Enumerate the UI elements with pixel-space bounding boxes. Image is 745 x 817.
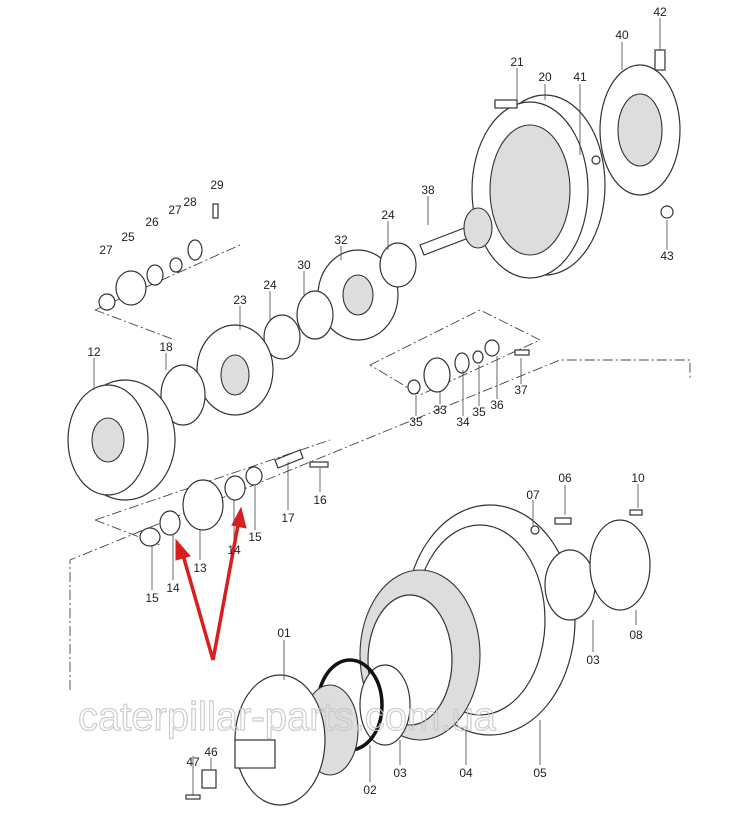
bolt-06 (554, 517, 572, 525)
part-label: 03 (393, 766, 407, 780)
washer-24 (263, 314, 301, 360)
bearing-26 (146, 264, 164, 286)
part-label: 24 (381, 208, 395, 222)
part-label: 12 (87, 345, 101, 359)
part-label: 41 (573, 70, 587, 84)
gear-33 (423, 357, 451, 393)
part-label: 27 (99, 243, 113, 257)
bearing-30 (296, 290, 334, 340)
part-label: 23 (233, 293, 247, 307)
pin-16 (309, 461, 329, 468)
gear-13 (182, 479, 224, 531)
bearing-03 (359, 664, 411, 746)
washer-27-b (169, 257, 183, 273)
bearing-03-b (544, 549, 596, 621)
part-labels: 42 40 21 20 41 29 28 27 26 25 27 38 24 3… (87, 5, 674, 797)
bolt-47 (185, 794, 201, 800)
plate-46 (201, 769, 217, 789)
pin-28 (187, 239, 203, 261)
part-label: 38 (421, 183, 435, 197)
housing-12 (67, 379, 176, 501)
part-label: 10 (631, 471, 645, 485)
part-label: 18 (159, 340, 173, 354)
part-label: 05 (533, 766, 547, 780)
washer-27 (98, 293, 116, 311)
part-label: 25 (121, 230, 135, 244)
part-label: 43 (660, 249, 674, 263)
part-label: 08 (629, 628, 643, 642)
pin-37 (514, 349, 530, 356)
part-label: 47 (186, 755, 200, 769)
part-label: 34 (456, 415, 470, 429)
highlight-arrows (175, 506, 247, 661)
part-label: 30 (297, 258, 311, 272)
part-label: 26 (145, 215, 159, 229)
part-label: 16 (313, 493, 327, 507)
gear-18 (160, 364, 206, 426)
washer-07 (530, 525, 540, 535)
part-label: 24 (263, 278, 277, 292)
carrier-32 (317, 249, 399, 341)
gear-25 (115, 270, 147, 306)
part-label: 29 (210, 178, 224, 192)
part-label: 15 (248, 530, 262, 544)
travel-motor-01 (234, 674, 359, 806)
part-label: 35 (472, 405, 486, 419)
plug-43 (660, 205, 674, 219)
part-label: 40 (615, 28, 629, 42)
pin-29 (212, 203, 219, 219)
washer-15-b (245, 466, 263, 486)
part-label: 21 (510, 55, 524, 69)
part-label: 02 (363, 783, 377, 797)
part-label: 04 (459, 766, 473, 780)
washer-24-upper (379, 242, 417, 288)
bearing-34 (454, 352, 470, 374)
part-label: 14 (166, 581, 180, 595)
plug-41 (591, 155, 601, 165)
cover-40 (599, 64, 681, 196)
part-label: 28 (183, 195, 197, 209)
part-label: 33 (433, 403, 447, 417)
part-label: 06 (558, 471, 572, 485)
cover-08 (589, 519, 651, 611)
part-label: 46 (204, 745, 218, 759)
part-label: 01 (277, 626, 291, 640)
bolt-42 (654, 49, 666, 71)
part-label: 42 (653, 5, 667, 19)
bearing-14-b (224, 475, 246, 501)
leader-lines (93, 18, 668, 795)
pin-17 (274, 449, 304, 469)
bolt-21 (494, 99, 518, 109)
part-label: 07 (526, 488, 540, 502)
part-label: 03 (586, 653, 600, 667)
part-label: 36 (490, 398, 504, 412)
ring-gear-20 (471, 94, 606, 279)
bearing-14 (159, 510, 181, 536)
part-label: 37 (514, 383, 528, 397)
part-label: 32 (334, 233, 348, 247)
watermark: caterpillar-parts.com.ua (78, 695, 497, 739)
part-label: 35 (409, 415, 423, 429)
pin-36 (484, 339, 500, 357)
part-label: 27 (168, 203, 182, 217)
part-label: 13 (193, 561, 207, 575)
part-label: 20 (538, 70, 552, 84)
part-label: 14 (227, 543, 241, 557)
part-label: 15 (145, 591, 159, 605)
washer-35-b (472, 350, 484, 364)
washer-15 (139, 527, 161, 547)
part-label: 17 (281, 511, 295, 525)
washer-35 (407, 379, 421, 395)
bolt-10 (629, 509, 643, 516)
shaft-38 (419, 207, 493, 256)
carrier-23 (196, 324, 274, 416)
